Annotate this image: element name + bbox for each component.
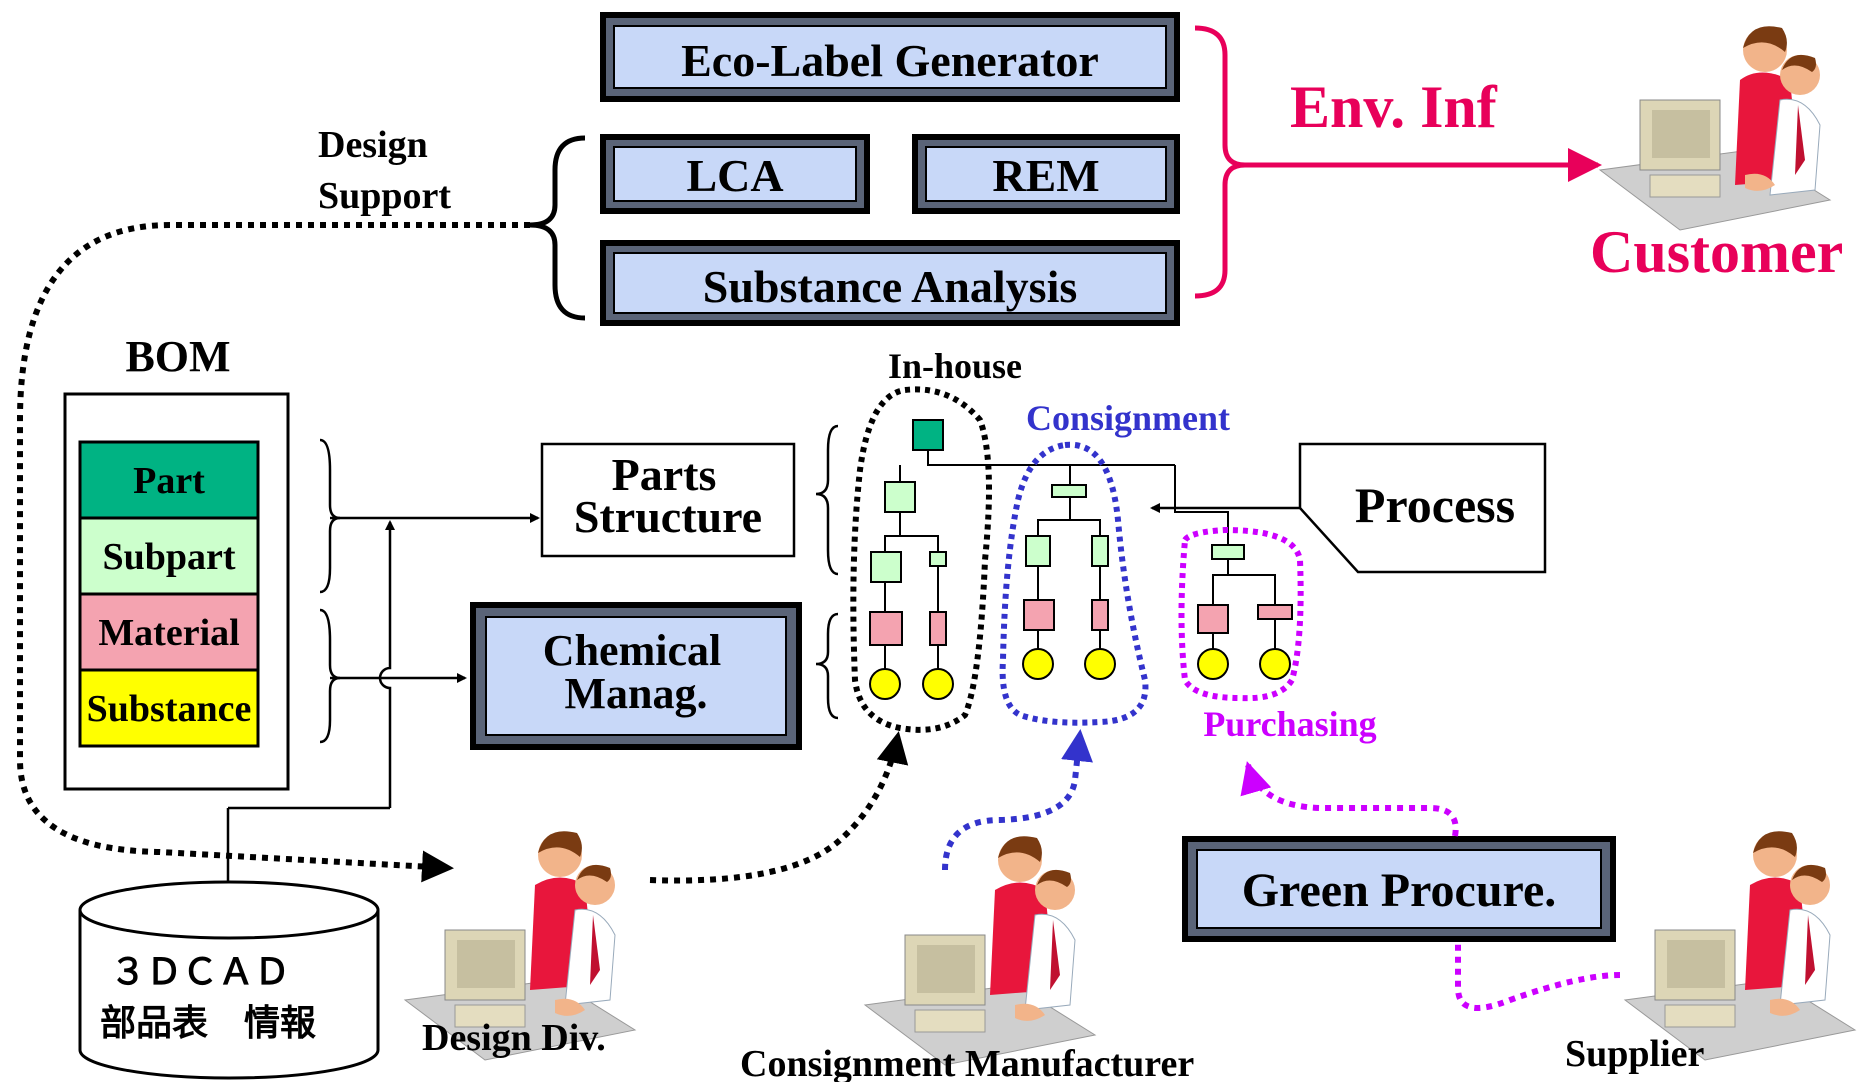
customer-workstation-icon: [1598, 26, 1832, 231]
purchasing-substance-node: [1259, 648, 1291, 680]
manufacturer-to-consignment-flow: [942, 729, 1093, 871]
inhouse-material-node: [869, 611, 903, 646]
bom-layer-part: Part: [78, 440, 260, 520]
purchasing-label: Purchasing: [1203, 704, 1376, 744]
rem-label: REM: [992, 150, 1099, 201]
consignment-group-outline: [999, 441, 1149, 726]
lca-box: LCA: [600, 134, 870, 214]
inhouse-part-node: [912, 419, 944, 451]
cad-line1: ３ＤＣＡＤ: [110, 952, 290, 993]
bom-layer-subpart-label: Subpart: [102, 536, 235, 578]
tree-brace-lower: [815, 612, 839, 720]
consignment-manufacturer-label: Consignment Manufacturer: [740, 1043, 1194, 1082]
parts-structure-line1: Parts: [612, 449, 717, 500]
consignment-material-node: [1091, 599, 1109, 631]
cad-line2: 部品表 情報: [100, 1003, 316, 1044]
inhouse-substance-node: [869, 668, 901, 700]
design-to-inhouse-flow: [649, 731, 909, 884]
inhouse-subpart-node: [884, 481, 916, 513]
consignment-substance-node: [1022, 648, 1054, 680]
bom-layer-material: Material: [78, 592, 260, 672]
bom-layer-part-label: Part: [133, 460, 205, 502]
bom-brace-lower: [319, 608, 341, 744]
design-div-label: Design Div.: [422, 1017, 606, 1059]
bom-brace-upper: [319, 438, 341, 594]
consignment-manufacturer-workstation-icon: [863, 836, 1097, 1066]
consignment-label: Consignment: [1026, 398, 1230, 438]
env-info-bracket: [1194, 25, 1246, 299]
product-tree: [869, 419, 1293, 700]
inhouse-substance-node: [922, 668, 954, 700]
inhouse-group-outline: [850, 386, 992, 733]
green-procure-to-purchasing-flow: [1240, 761, 1459, 837]
green-procure-box: Green Procure.: [1182, 836, 1616, 942]
substance-analysis-label: Substance Analysis: [703, 261, 1078, 312]
design-support-brace: [529, 135, 586, 321]
purchasing-substance-node: [1197, 648, 1229, 680]
green-procure-label: Green Procure.: [1242, 864, 1557, 917]
purchasing-material-node: [1197, 604, 1229, 634]
parts-structure-line2: Structure: [574, 491, 762, 542]
eco-label-generator-box: Eco-Label Generator: [600, 12, 1180, 102]
design-support-flow: [17, 222, 530, 883]
rem-box: REM: [912, 134, 1180, 214]
bom-title: BOM: [125, 332, 230, 381]
purchasing-material-node: [1257, 604, 1293, 620]
lca-label: LCA: [686, 150, 783, 201]
inhouse-subpart-node: [929, 551, 947, 567]
inhouse-material-node: [929, 611, 947, 646]
chemical-manag-box: Chemical Manag.: [470, 602, 802, 750]
customer-label: Customer: [1590, 219, 1843, 285]
design-support-line2: Support: [318, 175, 451, 217]
design-div-workstation-icon: [403, 831, 637, 1061]
chemical-manag-line1: Chemical: [543, 626, 721, 675]
env-inf-label: Env. Inf: [1290, 74, 1498, 140]
tree-brace-upper: [815, 424, 839, 576]
design-support-line1: Design: [318, 124, 428, 166]
inhouse-label: In-house: [888, 346, 1022, 386]
chemical-manag-line2: Manag.: [565, 669, 708, 718]
process-label: Process: [1355, 477, 1515, 533]
supplier-workstation-icon: [1623, 831, 1857, 1061]
bom-layer-substance: Substance: [78, 668, 260, 748]
purchasing-group-outline: [1178, 526, 1304, 702]
consignment-substance-node: [1084, 648, 1116, 680]
consignment-material-node: [1023, 599, 1055, 631]
consignment-subpart-node: [1091, 535, 1109, 567]
substance-analysis-box: Substance Analysis: [600, 240, 1180, 326]
process-box: Process: [1298, 442, 1547, 574]
supplier-to-green-procure-flow: [1455, 942, 1621, 1011]
eco-label-generator-label: Eco-Label Generator: [681, 35, 1099, 86]
purchasing-subpart-node: [1211, 544, 1245, 560]
supplier-label: Supplier: [1565, 1033, 1705, 1075]
parts-structure-box: Parts Structure: [540, 442, 796, 558]
cad-connector: [378, 520, 395, 808]
inhouse-subpart-node: [870, 551, 902, 583]
consignment-subpart-node: [1025, 535, 1051, 567]
consignment-subpart-node: [1051, 484, 1087, 498]
cad-database-cylinder: ３ＤＣＡＤ 部品表 情報: [78, 880, 380, 1080]
bom-layer-material-label: Material: [98, 612, 239, 654]
bom-layer-subpart: Subpart: [78, 516, 260, 596]
bom-layer-substance-label: Substance: [87, 688, 252, 730]
